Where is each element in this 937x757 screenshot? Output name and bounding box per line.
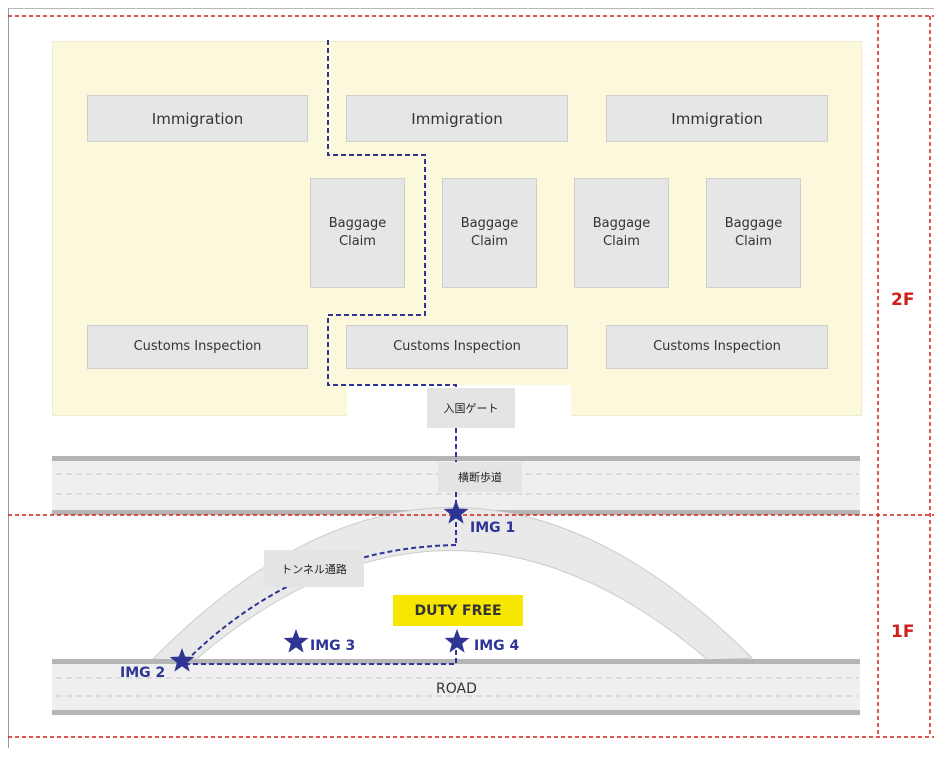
img2-star-icon <box>169 648 195 672</box>
tunnel-label: トンネル通路 <box>264 550 364 587</box>
img3-label: IMG 3 <box>310 638 356 654</box>
immigration-counter-2: Immigration <box>346 95 568 142</box>
customs-inspection-1: Customs Inspection <box>87 325 308 369</box>
map-frame <box>8 8 934 748</box>
img3-star-icon <box>283 629 309 653</box>
immigration-counter-1: Immigration <box>87 95 308 142</box>
floor-label-2f: 2F <box>891 290 915 310</box>
duty-free-shop: DUTY FREE <box>393 595 523 626</box>
floor-label-1f: 1F <box>891 622 915 642</box>
img4-label: IMG 4 <box>474 638 520 654</box>
crosswalk-label: 横断歩道 <box>438 462 522 492</box>
img2-label: IMG 2 <box>120 665 166 681</box>
baggage-claim-1: Baggage Claim <box>310 178 405 288</box>
baggage-claim-2: Baggage Claim <box>442 178 537 288</box>
img1-label: IMG 1 <box>470 520 516 536</box>
customs-inspection-3: Customs Inspection <box>606 325 828 369</box>
customs-inspection-2: Customs Inspection <box>346 325 568 369</box>
baggage-claim-3: Baggage Claim <box>574 178 669 288</box>
gate-label: 入国ゲート <box>427 388 515 428</box>
img1-star-icon <box>443 500 469 524</box>
baggage-claim-4: Baggage Claim <box>706 178 801 288</box>
img4-star-icon <box>444 629 470 653</box>
road-label: ROAD <box>436 681 477 697</box>
immigration-counter-3: Immigration <box>606 95 828 142</box>
floor-dividers <box>8 15 934 738</box>
